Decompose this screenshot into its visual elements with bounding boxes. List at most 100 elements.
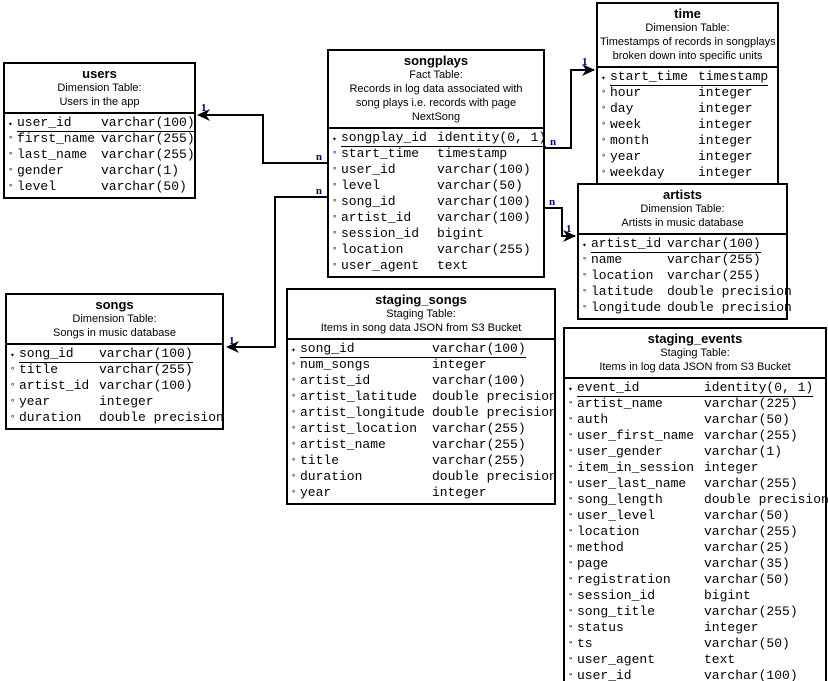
column-circle-icon: ° bbox=[601, 105, 607, 115]
cardinality-label: n bbox=[316, 185, 322, 197]
cardinality-label: 1 bbox=[582, 56, 588, 68]
column-name: session_id bbox=[577, 588, 656, 603]
column-name: artist_id bbox=[341, 210, 412, 225]
column-name: artist_id bbox=[300, 373, 371, 388]
table-description-line: Dimension Table: bbox=[645, 22, 730, 34]
column-type: varchar(100) bbox=[437, 162, 531, 177]
column-type: timestamp bbox=[437, 146, 508, 161]
column-type: varchar(50) bbox=[704, 572, 790, 587]
column-circle-icon: ° bbox=[568, 496, 574, 506]
column-entry: artist_id varchar(100) bbox=[341, 210, 531, 226]
column-name: year bbox=[300, 485, 332, 500]
column-name: location bbox=[577, 524, 640, 539]
column-circle-icon: ° bbox=[568, 432, 574, 442]
column-name: weekday bbox=[610, 165, 665, 180]
column-circle-icon: ° bbox=[582, 272, 588, 282]
table-description-line: Staging Table: bbox=[660, 347, 730, 359]
column-name: session_id bbox=[341, 226, 420, 241]
column-name: user_id bbox=[341, 162, 396, 177]
primary-key-diamond-icon: ✦ bbox=[332, 135, 337, 144]
column-circle-icon: ° bbox=[568, 544, 574, 554]
relationship-line-songplays-users bbox=[199, 114, 327, 164]
column-circle-icon: ° bbox=[291, 393, 297, 403]
column-name: location bbox=[341, 242, 404, 257]
column-type: varchar(50) bbox=[101, 179, 187, 194]
table-description-line: song plays i.e. records with page bbox=[355, 97, 517, 109]
column-type: varchar(100) bbox=[432, 341, 526, 356]
table-description-line: Users in the app bbox=[59, 96, 140, 108]
cardinality-label: 1 bbox=[566, 223, 572, 235]
primary-key-diamond-icon: ✦ bbox=[291, 346, 296, 355]
primary-key-diamond-icon: ✦ bbox=[8, 120, 13, 129]
column-type: varchar(255) bbox=[704, 524, 798, 539]
column-circle-icon: ° bbox=[291, 441, 297, 451]
column-circle-icon: ° bbox=[291, 489, 297, 499]
column-circle-icon: ° bbox=[291, 361, 297, 371]
column-name: status bbox=[577, 620, 624, 635]
relationship-line-songplays-time bbox=[545, 69, 594, 149]
column-type: varchar(100) bbox=[437, 210, 531, 225]
column-circle-icon: ° bbox=[568, 448, 574, 458]
column-circle-icon: ° bbox=[332, 150, 338, 160]
column-type: varchar(255) bbox=[704, 604, 798, 619]
column-type: timestamp bbox=[698, 69, 769, 84]
column-name: registration bbox=[577, 572, 671, 587]
column-type: varchar(255) bbox=[99, 362, 193, 377]
column-name: auth bbox=[577, 412, 609, 427]
column-name: user_gender bbox=[577, 444, 663, 459]
column-name: event_id bbox=[577, 380, 640, 395]
table-description-line: Staging Table: bbox=[386, 308, 456, 320]
column-type: varchar(255) bbox=[704, 428, 798, 443]
column-type: varchar(1) bbox=[101, 163, 180, 178]
column-type: varchar(50) bbox=[704, 508, 790, 523]
column-type: identity(0, 1) bbox=[704, 380, 814, 395]
column-entry: user_id varchar(100) bbox=[341, 162, 531, 178]
column-type: varchar(255) bbox=[101, 131, 195, 146]
table-description-line: Songs in music database bbox=[53, 327, 176, 339]
column-circle-icon: ° bbox=[582, 288, 588, 298]
column-name: gender bbox=[17, 163, 64, 178]
cardinality-label: 1 bbox=[229, 335, 235, 347]
column-circle-icon: ° bbox=[568, 608, 574, 618]
column-circle-icon: ° bbox=[10, 366, 16, 376]
column-type: text bbox=[704, 652, 736, 667]
